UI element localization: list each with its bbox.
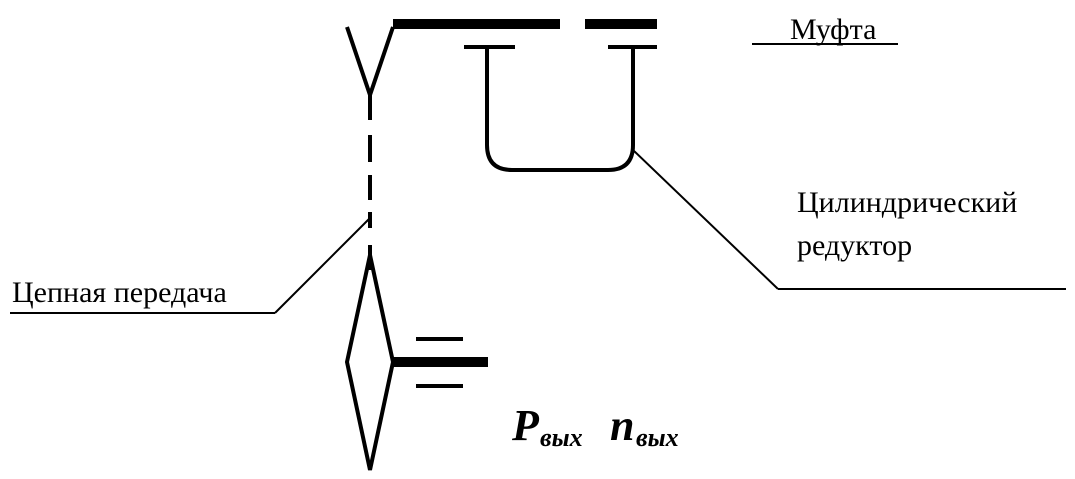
output-power-subscript: вых	[540, 423, 583, 452]
coupling-callout: Муфта	[752, 13, 898, 46]
output-speed-subscript: вых	[636, 423, 679, 452]
output-power-symbol: P	[511, 401, 540, 450]
output-speed-symbol: n	[610, 401, 634, 450]
gearbox-callout: Цилиндрический редуктор	[632, 149, 1066, 290]
output-symbols: P вых n вых	[511, 401, 679, 452]
chain-drive-callout: Цепная передача	[10, 217, 371, 314]
input-v-symbol	[345, 26, 395, 120]
gearbox-symbol	[464, 45, 657, 172]
gearbox-label-line1: Цилиндрический	[797, 186, 1017, 219]
coupling-label: Муфта	[790, 13, 876, 46]
chain-drive-label: Цепная передача	[12, 276, 227, 309]
output-shaft	[393, 337, 488, 388]
sprocket-diamond	[344, 254, 396, 471]
gearbox-label-line2: редуктор	[797, 229, 912, 262]
